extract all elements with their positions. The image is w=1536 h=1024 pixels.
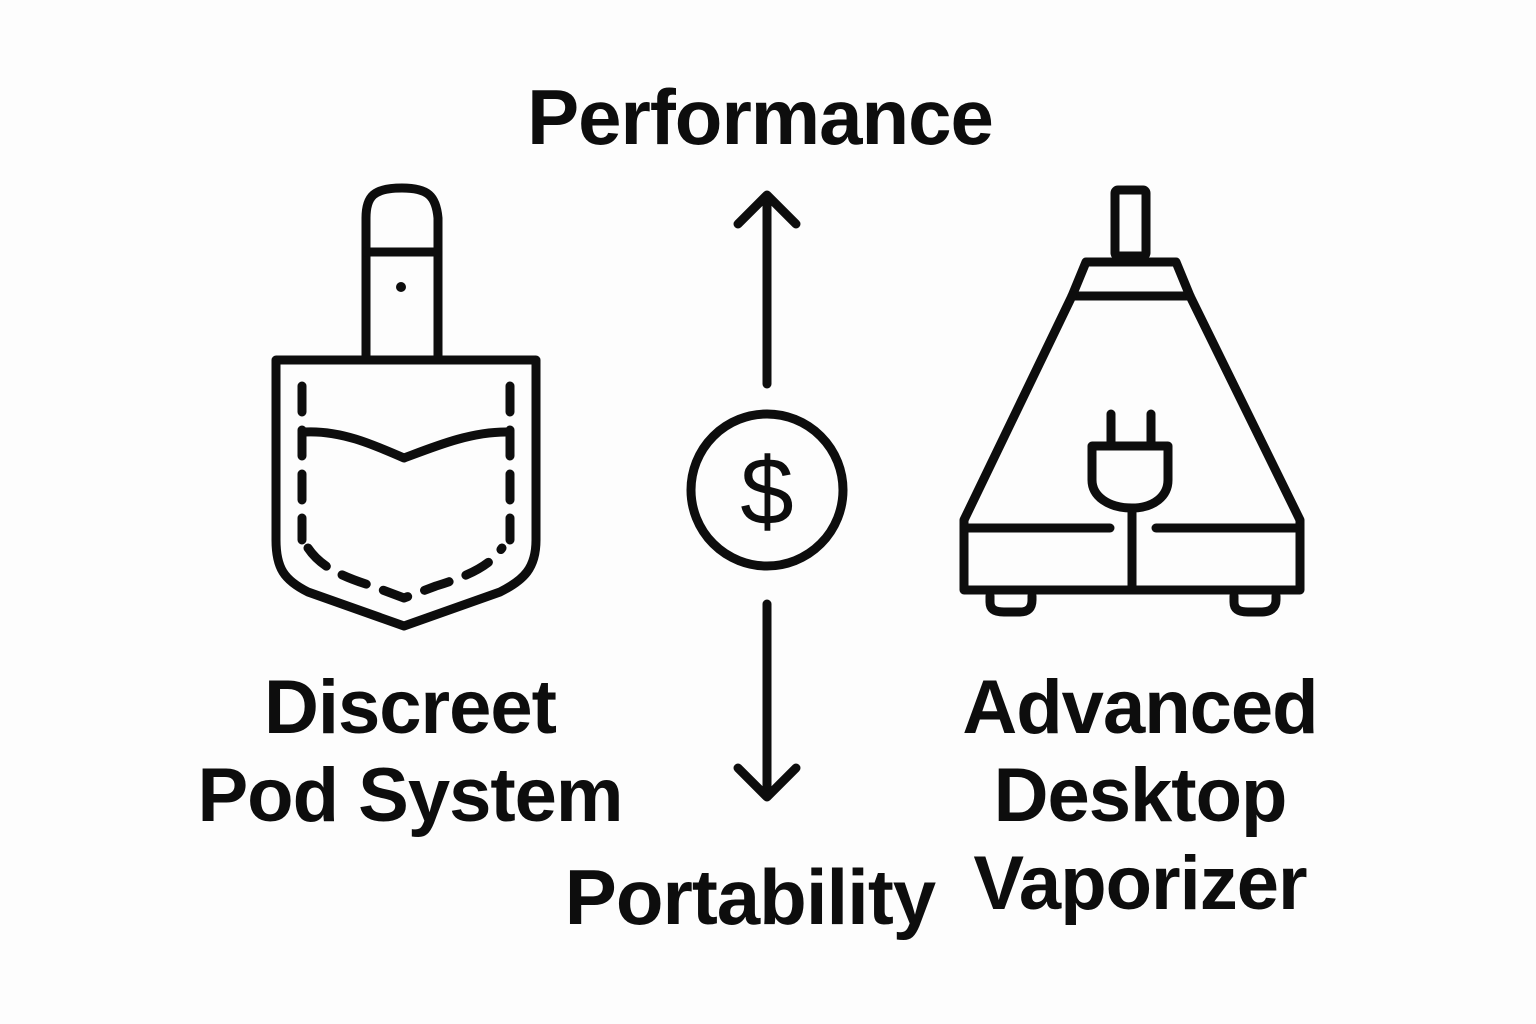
performance-arrow-icon xyxy=(733,190,801,389)
pocket-outline xyxy=(271,355,541,631)
portability-label: Portability xyxy=(564,853,936,941)
power-plug-icon xyxy=(1087,409,1173,591)
vaporizer-foot-left xyxy=(985,591,1037,617)
desktop-vaporizer-icon xyxy=(959,185,1305,617)
pod-device-body xyxy=(361,183,443,361)
vaporizer-foot-right xyxy=(1229,591,1281,617)
dollar-circle-icon xyxy=(686,409,848,571)
pocket-pod-device-icon xyxy=(271,183,541,631)
vaporizer-nozzle xyxy=(1110,185,1151,261)
pod-device-led xyxy=(396,282,406,292)
right-item-line1: Advanced xyxy=(962,665,1318,750)
left-item-label: Discreet Pod System xyxy=(150,664,670,840)
left-item-line1: Discreet xyxy=(264,665,557,750)
right-item-label: Advanced Desktop Vaporizer xyxy=(900,664,1380,928)
dollar-sign: $ xyxy=(740,438,793,545)
pocket-stitching xyxy=(297,381,515,603)
pocket-flap-seam xyxy=(299,427,511,463)
right-item-line3: Vaporizer xyxy=(973,841,1307,926)
vaporizer-cap xyxy=(1067,257,1195,301)
performance-label: Performance xyxy=(527,73,994,161)
right-item-line2: Desktop xyxy=(993,753,1288,838)
portability-arrow-icon xyxy=(733,599,801,802)
left-item-line2: Pod System xyxy=(197,753,623,838)
